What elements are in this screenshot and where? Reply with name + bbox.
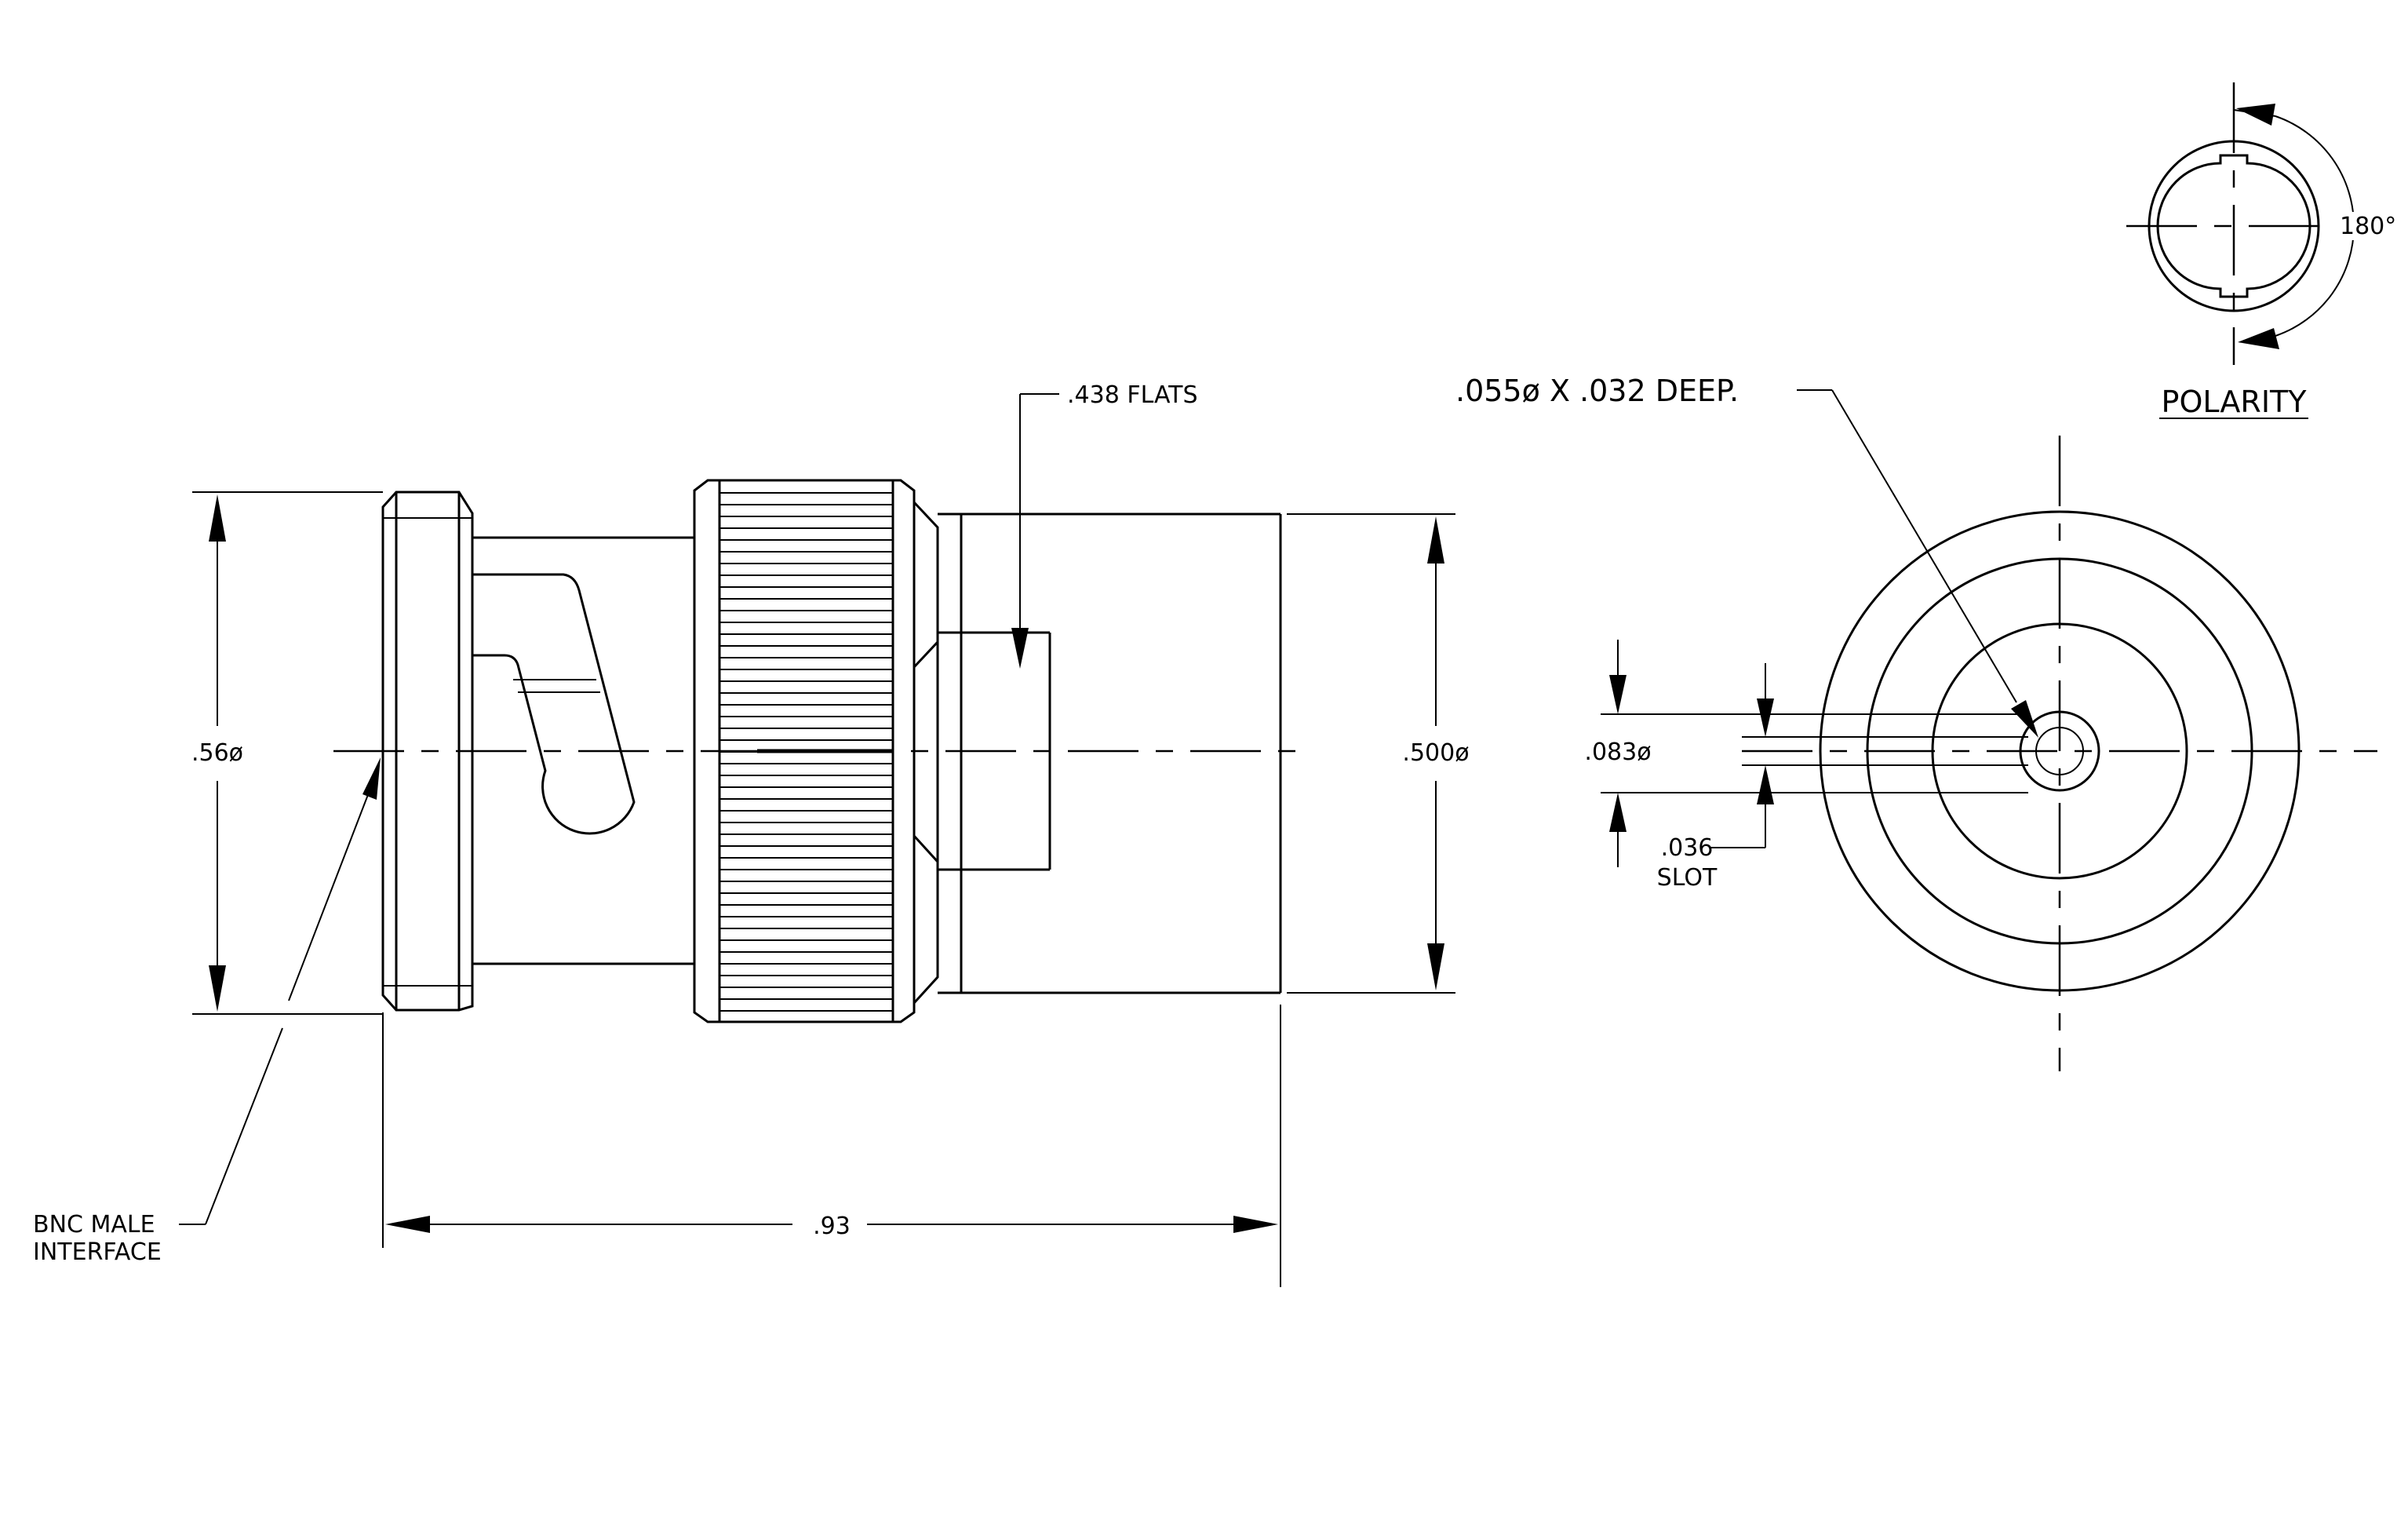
- polarity-title: POLARITY: [2162, 385, 2308, 419]
- knurled-nut: [693, 479, 916, 1023]
- flats-leader: .438 FLATS: [1011, 381, 1198, 669]
- polarity-outer-circle: [2148, 140, 2320, 312]
- hex-flats: [913, 501, 1051, 1005]
- dim-056: .56ø: [191, 491, 383, 1015]
- slot-lines: [1601, 713, 2028, 793]
- center-pin: [2035, 727, 2084, 775]
- polarity-detail: 180° POLARITY: [2126, 82, 2401, 419]
- interface-label-line1: BNC MALE: [33, 1211, 155, 1238]
- flats-label: .438 FLATS: [1067, 381, 1198, 409]
- middle-circle: [1866, 557, 2253, 945]
- dim-0083: .083ø: [1584, 640, 1652, 867]
- dia-0083-label: .083ø: [1584, 739, 1651, 766]
- bayonet-slot: [472, 573, 636, 835]
- side-view: .56ø .500ø .93 .438 FLATS: [33, 381, 1470, 1287]
- connector-body: [472, 536, 694, 965]
- length-093-label: .93: [813, 1213, 851, 1240]
- dim-093: .93: [382, 1005, 1281, 1287]
- hole-label: .055ø X .032 DEEP.: [1455, 374, 1739, 408]
- outer-circle: [1819, 510, 2301, 992]
- dim-0500: .500ø: [1287, 513, 1470, 994]
- knurl-pattern: [719, 492, 893, 1012]
- angle-label-bg: [2337, 212, 2401, 240]
- center-hole: [2019, 710, 2100, 792]
- angle-label: 180°: [2340, 213, 2396, 240]
- slot-word-label: SLOT: [1657, 864, 1718, 892]
- interface-label-line2: INTERFACE: [33, 1238, 162, 1266]
- dia-056-label: .56ø: [191, 739, 243, 767]
- polarity-keyed-circle: [2156, 154, 2311, 298]
- bayonet-ring: [381, 491, 474, 1012]
- slot-width-label: .036: [1661, 834, 1714, 862]
- end-view: .083ø .036 SLOT .055ø X .032 DEEP.: [1455, 374, 2377, 1071]
- dim-0036: .036 SLOT: [1657, 663, 1774, 892]
- dia-0500-label: .500ø: [1402, 739, 1469, 767]
- hole-leader: .055ø X .032 DEEP.: [1455, 374, 2038, 738]
- inner-circle: [1931, 622, 2188, 880]
- interface-leader: BNC MALE INTERFACE: [33, 757, 381, 1266]
- rear-body: [938, 512, 1282, 994]
